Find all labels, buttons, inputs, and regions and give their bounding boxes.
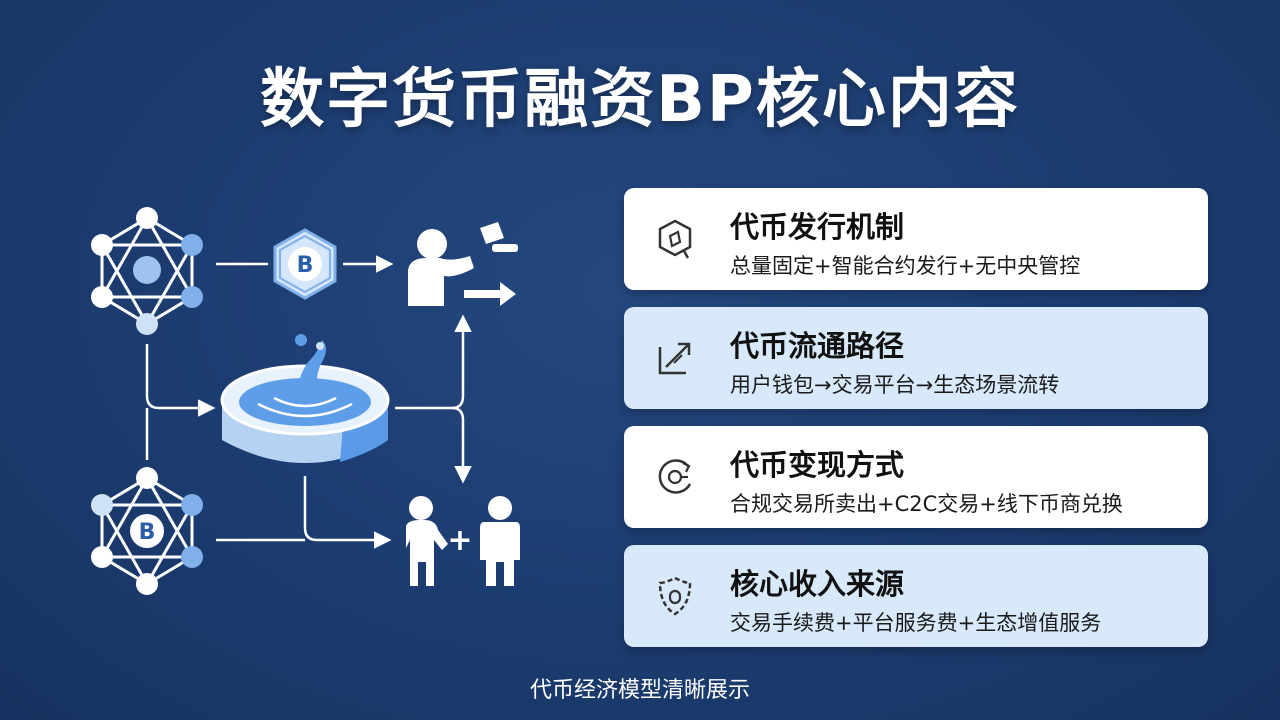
hex-label-top: B	[297, 253, 314, 278]
card-token-circulation: 代币流通路径 用户钱包→交易平台→生态场景流转	[624, 307, 1208, 409]
two-users-icon: +	[406, 496, 520, 586]
subtitle-caption: 代币经济模型清晰展示	[529, 678, 750, 703]
hex-label-bottom: B	[139, 520, 156, 545]
card-token-issuance: 代币发行机制 总量固定+智能合约发行+无中央管控	[624, 188, 1208, 290]
token-issue-icon	[658, 219, 692, 259]
token-flow-diagram: B	[91, 207, 520, 595]
circulation-arrow-icon	[658, 342, 691, 375]
bitcoin-hex-icon: B	[273, 228, 337, 300]
user-transfer-icon	[408, 222, 518, 306]
card-description: 用户钱包→交易平台→生态场景流转	[730, 373, 1060, 397]
exchange-cycle-icon	[658, 459, 692, 494]
card-description: 交易手续费+平台服务费+生态增值服务	[730, 611, 1102, 635]
liquidity-pool-icon	[220, 334, 390, 463]
bitcoin-network-icon: B	[91, 467, 203, 595]
card-heading: 代币发行机制	[730, 210, 905, 244]
content-card-list: 代币发行机制 总量固定+智能合约发行+无中央管控 代币流通路径 用户钱包→交易平…	[624, 188, 1208, 664]
card-token-liquidation: 代币变现方式 合规交易所卖出+C2C交易+线下币商兑换	[624, 426, 1208, 528]
blockchain-network-icon	[91, 207, 203, 335]
card-heading: 核心收入来源	[730, 567, 905, 601]
card-core-revenue: 核心收入来源 交易手续费+平台服务费+生态增值服务	[624, 545, 1208, 647]
revenue-shield-icon	[658, 576, 692, 616]
card-description: 总量固定+智能合约发行+无中央管控	[730, 254, 1081, 278]
card-heading: 代币变现方式	[730, 448, 905, 482]
page-title: 数字货币融资BP核心内容	[260, 63, 1020, 137]
plus-sign: +	[447, 523, 472, 558]
card-heading: 代币流通路径	[730, 329, 905, 363]
card-description: 合规交易所卖出+C2C交易+线下币商兑换	[730, 492, 1123, 516]
